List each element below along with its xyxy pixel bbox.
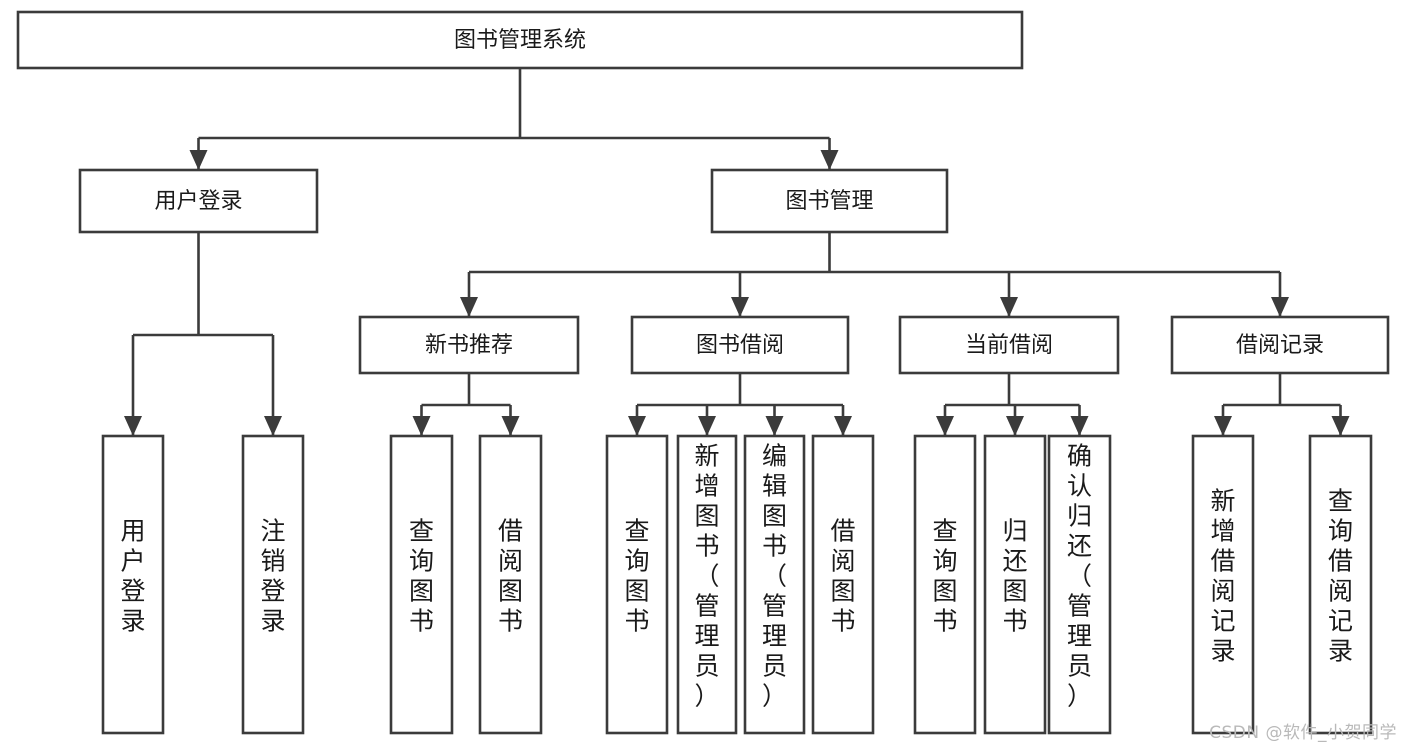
arrow-head-leaf_bb_borrow <box>834 416 852 436</box>
arrow-head-leaf_user_login <box>124 416 142 436</box>
arrow-head-leaf_br_add <box>1214 416 1232 436</box>
node-box-current_borrow <box>898 315 1120 375</box>
node-box-new_book <box>358 315 580 375</box>
node-box-leaf_bb_add <box>676 434 738 735</box>
node-box-root <box>16 10 1024 70</box>
node-label-new_book: 新书推荐 <box>425 333 513 358</box>
node-label-user_login: 用户登录 <box>154 189 242 214</box>
arrow-head-book_borrow <box>731 297 749 317</box>
node-label-leaf_br_query: 查询借阅记录 <box>1328 487 1353 666</box>
arrow-head-leaf_cb_query <box>936 416 954 436</box>
arrow-head-book_manage <box>820 150 839 170</box>
node-box-leaf_user_login <box>101 434 165 735</box>
node-leaf_user_login[interactable]: 用户登录 <box>101 434 165 735</box>
node-new_book[interactable]: 新书推荐 <box>358 315 580 375</box>
node-box-leaf_bb_borrow <box>811 434 875 735</box>
node-label-book_manage: 图书管理 <box>785 189 873 214</box>
node-label-leaf_br_add: 新增借阅记录 <box>1210 487 1235 666</box>
connector-layer <box>124 68 1350 436</box>
node-leaf_cb_return[interactable]: 归还图书 <box>983 434 1047 735</box>
node-label-leaf_cb_return: 归还图书 <box>1002 517 1027 636</box>
node-label-leaf_cb_confirm: 确认归还（管理员） <box>1067 442 1092 711</box>
node-leaf_nb_query[interactable]: 查询图书 <box>389 434 454 735</box>
arrow-head-user_login <box>189 150 208 170</box>
arrow-head-new_book <box>460 297 478 317</box>
node-label-leaf_user_logout: 注销登录 <box>260 517 285 636</box>
node-label-leaf_bb_edit: 编辑图书（管理员） <box>762 442 787 711</box>
watermark-text: CSDN @软件_小贺同学 <box>1209 723 1397 743</box>
node-leaf_bb_add[interactable]: 新增图书（管理员） <box>676 434 738 735</box>
node-root[interactable]: 图书管理系统 <box>16 10 1024 70</box>
node-box-leaf_nb_borrow <box>478 434 543 735</box>
node-leaf_cb_query[interactable]: 查询图书 <box>913 434 977 735</box>
node-user_login[interactable]: 用户登录 <box>78 168 319 234</box>
node-leaf_br_add[interactable]: 新增借阅记录 <box>1191 434 1255 735</box>
node-leaf_cb_confirm[interactable]: 确认归还（管理员） <box>1047 434 1112 735</box>
node-label-leaf_cb_query: 查询图书 <box>932 517 957 636</box>
node-box-leaf_bb_edit <box>743 434 806 735</box>
node-label-leaf_bb_borrow: 借阅图书 <box>830 517 855 636</box>
arrow-head-current_borrow <box>1000 297 1018 317</box>
node-box-leaf_br_query <box>1308 434 1373 735</box>
node-layer: 图书管理系统用户登录图书管理新书推荐图书借阅当前借阅借阅记录用户登录注销登录查询… <box>16 10 1390 735</box>
node-label-leaf_user_login: 用户登录 <box>120 517 145 636</box>
node-leaf_br_query[interactable]: 查询借阅记录 <box>1308 434 1373 735</box>
node-box-leaf_cb_return <box>983 434 1047 735</box>
node-box-user_login <box>78 168 319 234</box>
node-book_manage[interactable]: 图书管理 <box>710 168 949 234</box>
arrow-head-leaf_user_logout <box>264 416 282 436</box>
node-label-leaf_nb_query: 查询图书 <box>409 517 434 636</box>
node-label-leaf_bb_query: 查询图书 <box>624 517 649 636</box>
node-label-borrow_record: 借阅记录 <box>1236 333 1324 358</box>
node-box-book_borrow <box>630 315 850 375</box>
node-box-leaf_nb_query <box>389 434 454 735</box>
node-leaf_nb_borrow[interactable]: 借阅图书 <box>478 434 543 735</box>
arrow-head-leaf_nb_borrow <box>501 416 520 436</box>
arrow-head-borrow_record <box>1271 297 1289 317</box>
node-label-book_borrow: 图书借阅 <box>696 333 784 358</box>
arrow-head-leaf_bb_edit <box>765 416 784 436</box>
node-label-leaf_bb_add: 新增图书（管理员） <box>694 442 719 711</box>
node-leaf_bb_query[interactable]: 查询图书 <box>605 434 669 735</box>
node-label-current_borrow: 当前借阅 <box>965 333 1053 358</box>
node-box-borrow_record <box>1170 315 1390 375</box>
node-leaf_user_logout[interactable]: 注销登录 <box>241 434 305 735</box>
node-box-leaf_bb_query <box>605 434 669 735</box>
node-box-leaf_br_add <box>1191 434 1255 735</box>
arrow-head-leaf_bb_add <box>698 416 716 436</box>
arrow-head-leaf_cb_confirm <box>1070 416 1089 436</box>
node-leaf_bb_borrow[interactable]: 借阅图书 <box>811 434 875 735</box>
node-label-leaf_nb_borrow: 借阅图书 <box>498 517 523 636</box>
node-box-leaf_cb_confirm <box>1047 434 1112 735</box>
arrow-head-leaf_nb_query <box>412 416 431 436</box>
node-box-book_manage <box>710 168 949 234</box>
arrow-head-leaf_cb_return <box>1006 416 1024 436</box>
node-box-leaf_user_logout <box>241 434 305 735</box>
arrow-head-leaf_br_query <box>1331 416 1350 436</box>
node-leaf_bb_edit[interactable]: 编辑图书（管理员） <box>743 434 806 735</box>
node-current_borrow[interactable]: 当前借阅 <box>898 315 1120 375</box>
arrow-head-leaf_bb_query <box>628 416 646 436</box>
node-borrow_record[interactable]: 借阅记录 <box>1170 315 1390 375</box>
node-book_borrow[interactable]: 图书借阅 <box>630 315 850 375</box>
node-box-leaf_cb_query <box>913 434 977 735</box>
node-label-root: 图书管理系统 <box>454 28 586 53</box>
